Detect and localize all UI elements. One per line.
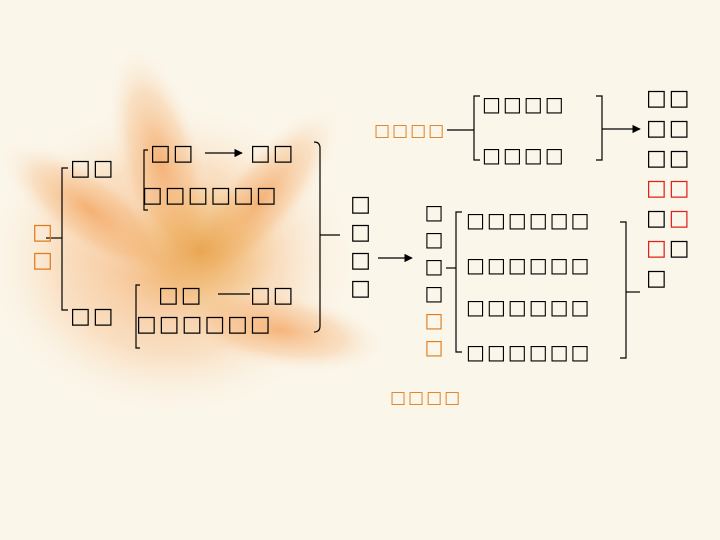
right-row-7: □ [646,264,706,294]
right-row-5-red: □ [668,206,692,231]
right-row-6-red: □ [646,236,669,261]
list-item-2: □□□□□□ [466,253,592,277]
right-row-6: □□ [646,234,706,264]
right-row-2: □□ [646,114,706,144]
branch-bottom-arrow-to: □□ [250,283,296,308]
branch-bottom-line2: □□□□□□ [136,312,273,337]
branch-top-arrow-to: □□ [250,141,296,166]
right-row-7-text: □ [646,266,669,291]
branch-bottom-label: □□ [70,304,116,329]
list-item-4: □□□□□□ [466,340,592,364]
root-label: □□ [30,220,55,276]
right-row-2-text: □□ [646,116,692,141]
right-row-4: □□ [646,174,706,204]
bottom-label: □□□□ [390,388,463,408]
vertical-mixed-black: □□□□ [422,200,446,308]
right-row-5: □□ [646,204,706,234]
list-item-3: □□□□□□ [466,295,592,319]
right-row-5-black: □ [646,206,669,231]
right-column: □□ □□ □□ □□ □□ □□ □ [646,84,706,294]
middle-vertical-label: □□□□ [348,192,373,304]
connector-lines [46,95,641,359]
list-item-1: □□□□□□ [466,208,592,232]
right-row-3-text: □□ [646,146,692,171]
top-pair-item-1: □□□□ [482,92,566,116]
flower-background [0,43,389,420]
right-row-4-red: □□ [646,176,692,201]
right-row-6-black: □ [668,236,692,261]
branch-top-line2: □□□□□□ [142,183,279,208]
right-row-1: □□ [646,84,706,114]
orange-label-top: □□□□ [374,121,447,141]
branch-top-arrow-from: □□ [150,141,196,166]
branch-top-label: □□ [70,156,116,181]
right-row-1-text: □□ [646,86,692,111]
vertical-mixed-label: □□□□ □□ [422,200,446,362]
right-row-3: □□ [646,144,706,174]
top-pair-item-2: □□□□ [482,143,566,167]
branch-bottom-arrow-from: □□ [158,283,204,308]
vertical-mixed-orange: □□ [422,308,446,362]
